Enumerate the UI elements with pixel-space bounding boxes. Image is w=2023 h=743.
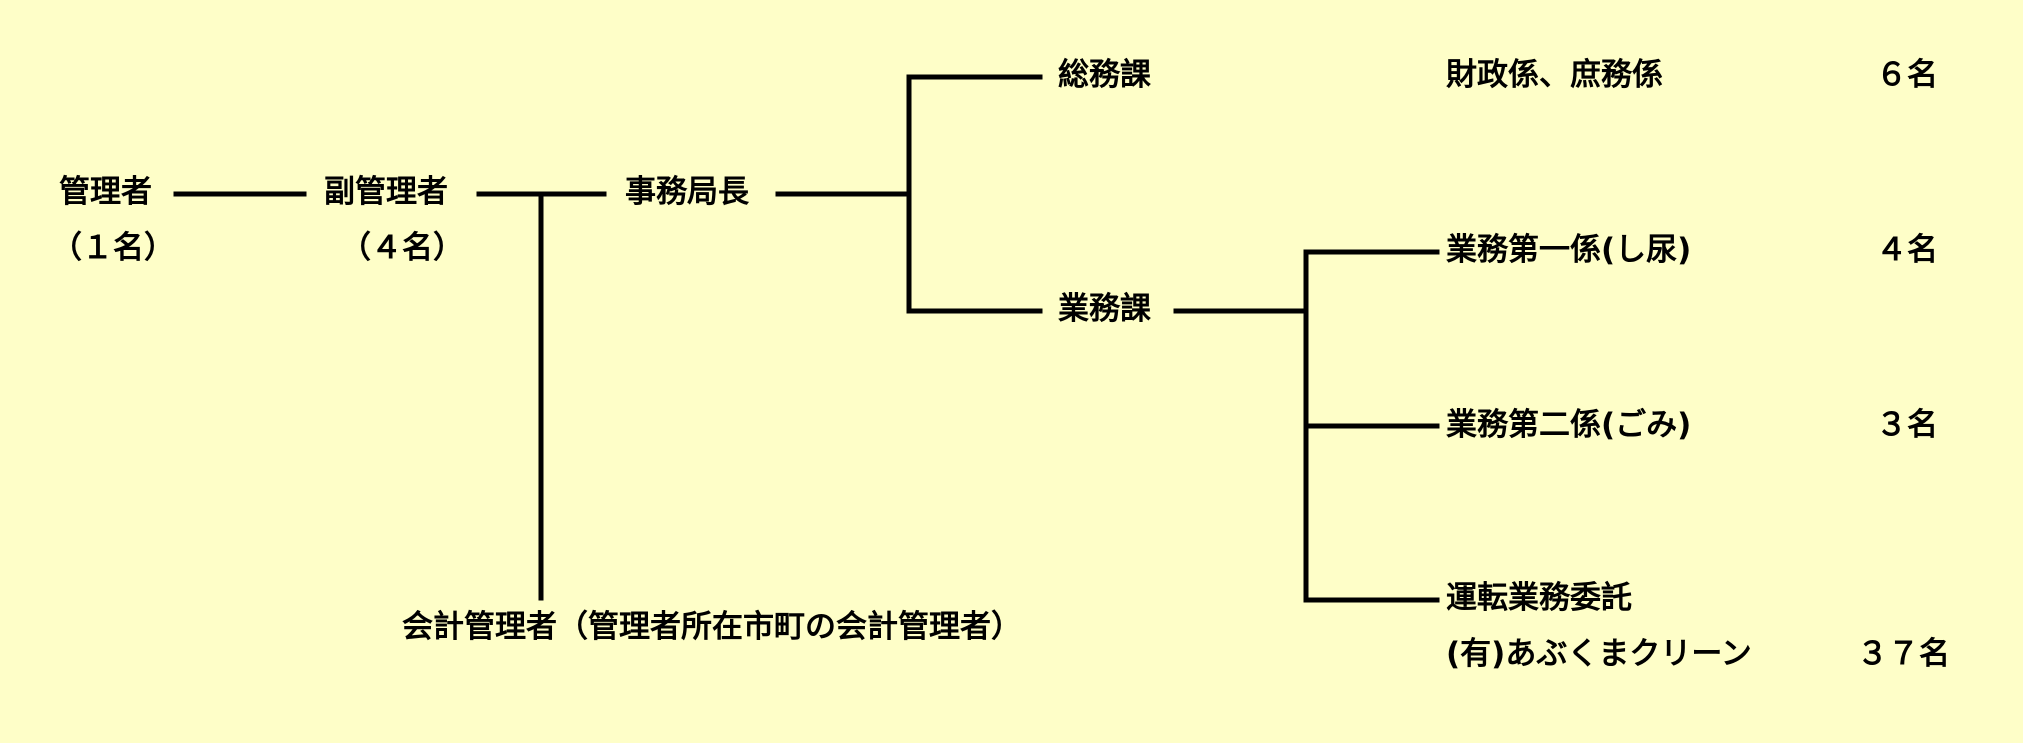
general-affairs-subunits: 財政係、庶務係 — [1446, 57, 1663, 93]
deputy-manager-count: （４名） — [340, 230, 464, 266]
unit-2-count: ３名 — [1876, 407, 1938, 443]
accounting-manager-title: 会計管理者（管理者所在市町の会計管理者） — [402, 609, 1022, 645]
secretary-general-title: 事務局長 — [625, 174, 749, 210]
unit-3-title: 運転業務委託 — [1446, 580, 1632, 616]
deputy-manager-node: 副管理者 （４名） — [324, 172, 464, 268]
manager-count: （１名） — [51, 230, 175, 266]
unit-1-count: ４名 — [1876, 232, 1938, 268]
unit-1-title: 業務第一係(し尿) — [1446, 232, 1692, 268]
unit-2-title: 業務第二係(ごみ) — [1446, 407, 1692, 443]
manager-node: 管理者 （１名） — [51, 172, 175, 268]
general-affairs-count: ６名 — [1876, 57, 1938, 93]
unit-3-subtitle: (有)あぶくまクリーン — [1446, 636, 1752, 672]
operations-section-title: 業務課 — [1058, 291, 1151, 327]
unit-3-count: ３７名 — [1857, 636, 1950, 672]
deputy-manager-title: 副管理者 — [324, 174, 448, 210]
general-affairs-section-title: 総務課 — [1058, 57, 1151, 93]
manager-title: 管理者 — [59, 174, 152, 210]
